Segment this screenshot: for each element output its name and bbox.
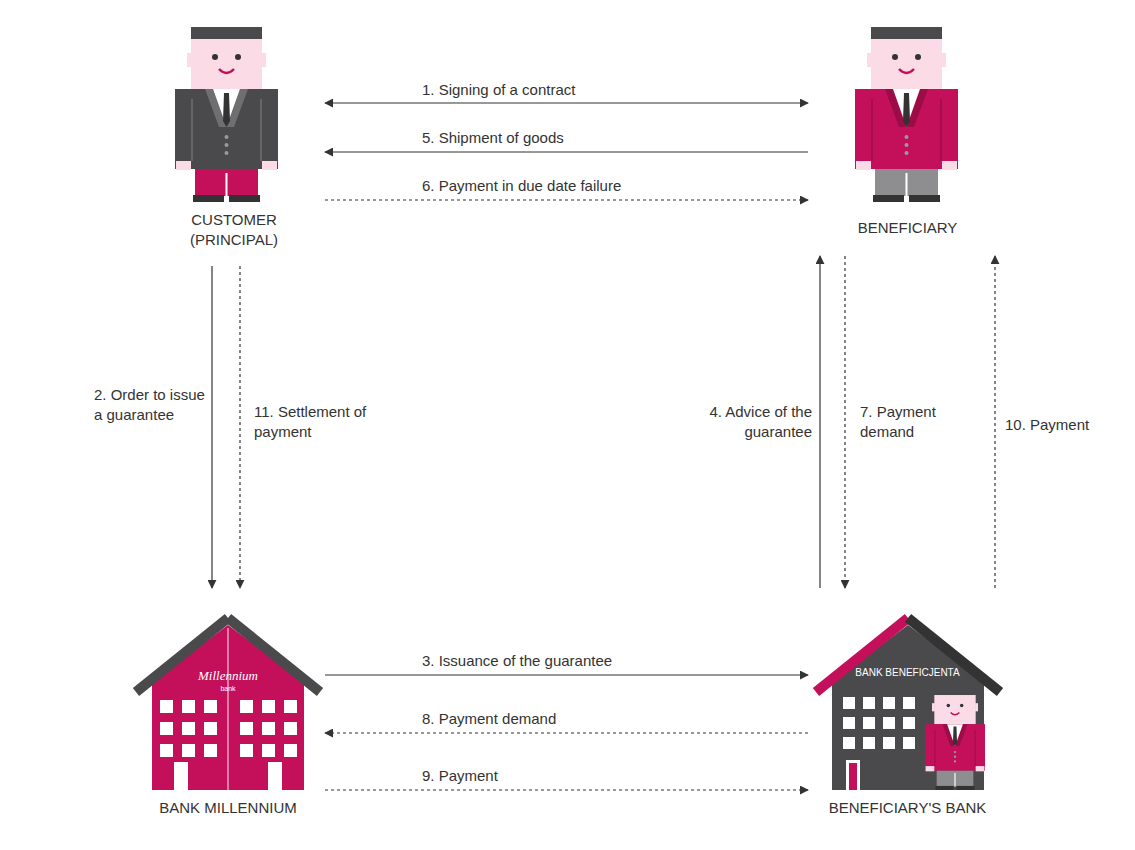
party-name: BANK MILLENNIUM (138, 798, 318, 818)
building-sign: Millennium (138, 668, 318, 684)
step-label: 6. Payment in due date failure (420, 176, 623, 196)
beneficiary-figure (855, 27, 958, 202)
flow-arrow (819, 256, 820, 588)
beneficiary-figure-node: BENEFICIARY (815, 22, 1000, 244)
flow-arrow (325, 151, 808, 152)
step-label: 8. Payment demand (420, 709, 558, 729)
party-name: CUSTOMER (PRINCIPAL) (174, 210, 294, 250)
party-name: BENEFICIARY (815, 218, 1000, 238)
bank-clerk-figure (925, 688, 985, 790)
step-label: 1. Signing of a contract (420, 80, 577, 100)
step-label: 7. Payment demand (858, 402, 952, 442)
customer-figure-node: CUSTOMER (PRINCIPAL) (150, 22, 318, 254)
step-label: 3. Issuance of the guarantee (420, 651, 614, 671)
step-label: 2. Order to issue a guarantee (92, 385, 208, 425)
step-label: 9. Payment (420, 766, 500, 786)
step-label: 4. Advice of the guarantee (700, 402, 814, 442)
flow-arrow (325, 199, 808, 200)
flow-arrow (325, 732, 808, 733)
flow-arrow (325, 674, 808, 675)
flow-arrow (325, 102, 808, 103)
bank-building-node: BANK BENEFICJENTA BENEFICIARY'S BANK (815, 600, 1000, 820)
flow-arrow (994, 256, 995, 588)
beneficiary-bank-building (816, 618, 1000, 790)
step-label: 5. Shipment of goods (420, 128, 566, 148)
flow-arrow (239, 266, 240, 588)
party-name: BENEFICIARY'S BANK (815, 798, 1000, 818)
step-label: 10. Payment (1003, 415, 1091, 435)
flow-arrow (325, 789, 808, 790)
flow-arrow (844, 256, 845, 588)
millennium-building (136, 618, 320, 790)
flow-arrow (211, 266, 212, 588)
customer-figure (175, 27, 278, 202)
step-label: 11. Settlement of payment (252, 402, 374, 442)
building-sign: bank (138, 684, 318, 693)
bank-building-node: MillenniumbankBANK MILLENNIUM (138, 600, 318, 820)
building-sign: BANK BENEFICJENTA (815, 666, 1000, 680)
